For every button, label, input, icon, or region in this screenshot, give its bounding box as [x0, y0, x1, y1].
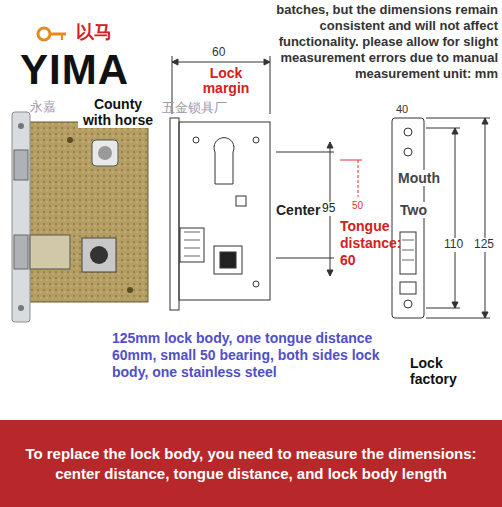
watermark: 五金锁具厂 [162, 101, 227, 116]
dimension-value: 110 [444, 238, 463, 252]
banner-band: To replace the lock body, you need to me… [0, 420, 502, 507]
callout-label: Lock margin [190, 66, 262, 96]
callout-label: Two [400, 202, 427, 218]
callout-label: Center [276, 202, 320, 218]
dimension-value: 50 [352, 200, 363, 212]
dimension-value: 60 [212, 46, 225, 60]
note-text: batches, but the dimensions remain consi… [268, 2, 498, 82]
callout-label: Tongue distance: 60 [340, 218, 414, 269]
logo-chinese: 以马 [76, 22, 112, 43]
key-icon [38, 28, 66, 40]
banner-text: To replace the lock body, you need to me… [14, 444, 488, 483]
callout-label: Mouth [398, 170, 440, 186]
description-text: 125mm lock body, one tongue distance 60m… [112, 330, 398, 381]
dimension-value: 95 [322, 202, 335, 216]
lock-drawing [170, 56, 490, 318]
dimension-value: 125 [474, 238, 494, 252]
watermark: 永嘉 [30, 100, 56, 115]
lock-photo [12, 112, 148, 322]
logo-text: YIMA [20, 46, 129, 94]
photo-caption: County with horse [78, 96, 158, 128]
callout-label: Lock factory [410, 355, 490, 387]
dimension-value: 40 [396, 103, 408, 116]
